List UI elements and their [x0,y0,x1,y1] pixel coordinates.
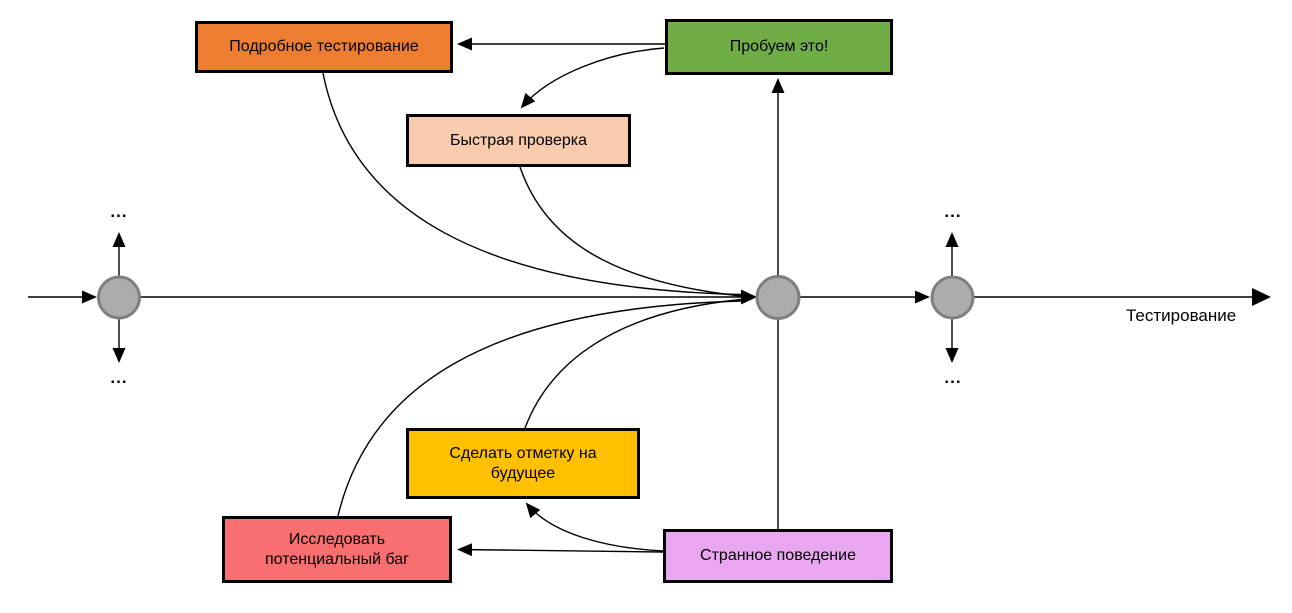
curve-bug-to-node [337,300,742,517]
converge-arrowhead [741,289,757,305]
box-try-this: Пробуем это! [665,19,893,75]
timeline-node-center [755,275,801,320]
box-quick-check-label: Быстрая проверка [449,131,588,149]
box-detailed-testing-label: Подробное тестирование [229,38,419,55]
ellipsis-right-bottom: ... [944,368,962,387]
box-strange-behavior: Странное поведение [663,529,893,583]
arrow-strange-to-bug [457,543,664,557]
curve-note-to-node [524,298,742,429]
timeline-end-arrowhead [1252,288,1271,306]
box-try-this-label: Пробуем это! [729,38,829,55]
arrow-try-to-quick [520,47,665,109]
box-strange-behavior-label: Странное поведение [700,547,856,564]
ellipsis-right-top: ... [944,202,962,221]
curve-quick-to-node [519,166,742,297]
arrow-strange-to-note [525,502,664,552]
box-investigate-bug-label: Исследовать потенциальный баг [264,530,409,568]
box-investigate-bug: Исследовать потенциальный баг [222,516,452,583]
box-note-for-future-label: Сделать отметку на будущее [449,444,597,482]
ellipsis-left-top: ... [110,202,128,221]
box-quick-check: Быстрая проверка [406,114,631,167]
box-note-for-future: Сделать отметку на будущее [406,428,640,499]
timeline-node-left [97,275,141,320]
timeline-node-right [930,275,975,320]
ellipsis-left-bottom: ... [110,368,128,387]
curve-detailed-to-node [322,72,742,296]
box-detailed-testing: Подробное тестирование [195,21,453,73]
timeline-axis-label: Тестирование [1126,306,1237,325]
